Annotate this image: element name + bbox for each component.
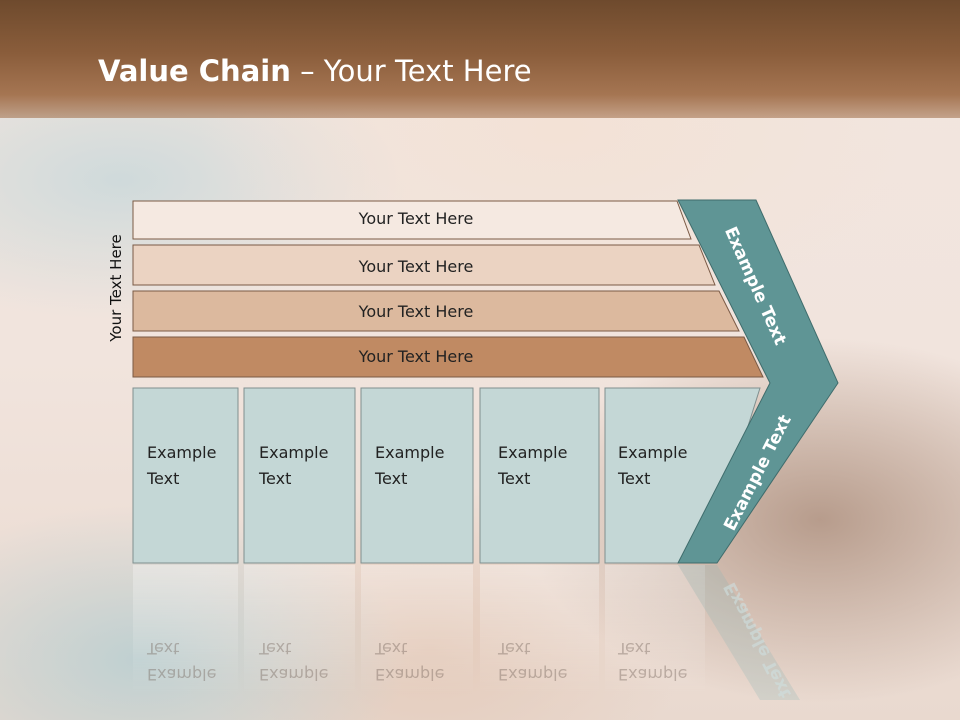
title-bar bbox=[0, 0, 960, 118]
chevron-arrow bbox=[677, 199, 839, 564]
cell-4 bbox=[479, 387, 600, 564]
title-rest: – Your Text Here bbox=[290, 54, 532, 88]
cell-3 bbox=[360, 387, 474, 564]
row-4-label: Your Text Here bbox=[358, 347, 474, 366]
row-4 bbox=[132, 336, 764, 378]
row-2-label: Your Text Here bbox=[358, 257, 474, 276]
cell-2 bbox=[243, 387, 356, 564]
row-1 bbox=[132, 200, 692, 240]
row-3-label: Your Text Here bbox=[358, 302, 474, 321]
row-3 bbox=[132, 290, 740, 332]
slide-title: Value Chain – Your Text Here bbox=[98, 54, 532, 88]
cell-1 bbox=[132, 387, 239, 564]
row-1-label: Your Text Here bbox=[358, 209, 474, 228]
diagram-reflection bbox=[133, 565, 800, 700]
row-2 bbox=[132, 244, 716, 286]
title-bold: Value Chain bbox=[98, 54, 291, 88]
